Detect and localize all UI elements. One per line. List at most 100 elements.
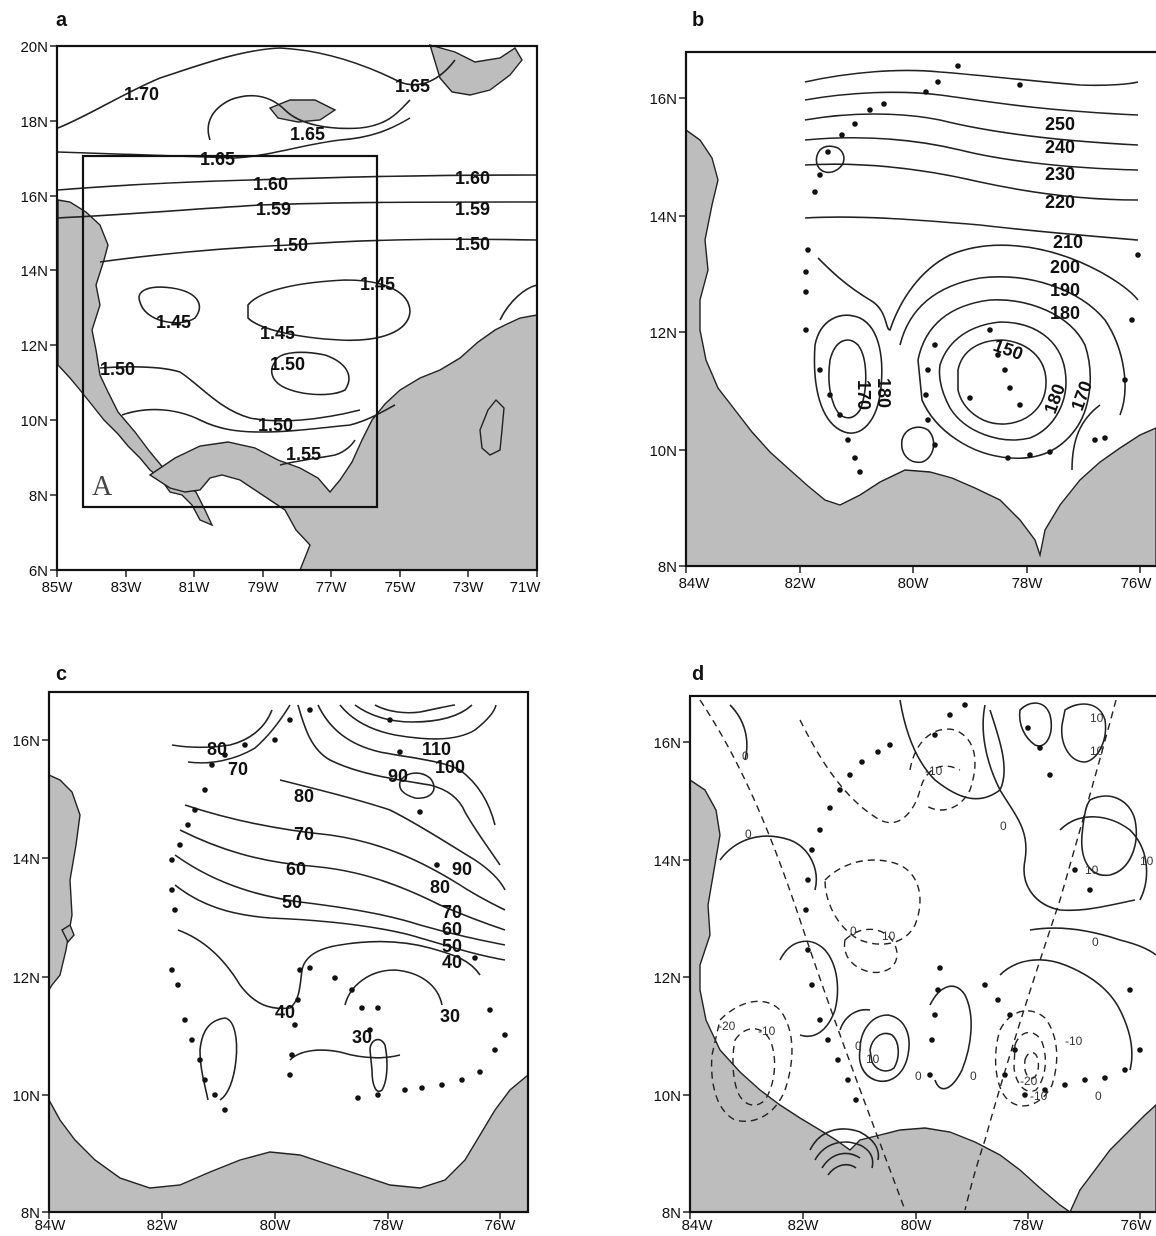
lon-label-a-2: 81W [179,579,211,596]
dot-c-25 [289,1052,295,1058]
clabel-a-7: 1.59 [455,199,490,219]
contour-d-4 [982,704,1136,912]
clabel-d-1: -10 [925,764,943,778]
panel-d-lat-ticks: 16N 14N 12N 10N 8N [653,735,690,1222]
dot-d-25 [927,1072,933,1078]
panel-c-lon-ticks: 84W 82W 80W 78W 76W [35,1212,516,1234]
land-central-america-c [48,773,81,993]
contour-a-6 [99,238,538,263]
dot-b-30 [1007,385,1013,391]
clabel-c-12: 60 [442,919,462,939]
contour-b-15 [900,426,935,464]
clabel-d-8: 0 [1092,935,1099,949]
panel-c: c [12,663,530,1234]
land-panama-a [148,314,538,571]
contour-c-3 [297,704,501,866]
dot-c-16 [182,1017,188,1023]
dot-d-40 [1072,867,1078,873]
lat-label-a-3: 14N [20,263,48,280]
lat-label-a-7: 6N [29,563,48,580]
panel-d-contours [699,699,1156,1211]
dot-c-31 [367,1027,373,1033]
dot-b-7 [852,121,858,127]
contour-a-7 [138,286,201,324]
contour-a-11 [121,404,396,433]
clabel-a-0: 1.70 [124,84,159,104]
dot-c-12 [169,887,175,893]
panel-d: d [653,663,1156,1234]
clabel-a-6: 1.59 [256,199,291,219]
contour-b-3 [804,113,1139,146]
dot-b-27 [987,327,993,333]
dot-b-39 [1129,317,1135,323]
dot-d-13 [803,907,809,913]
clabel-b-3: 220 [1045,192,1075,212]
clabel-b-7: 180 [1050,303,1080,323]
clabel-c-10: 80 [430,877,450,897]
panel-c-contour-labels: 80 70 110 100 90 80 70 60 50 90 80 70 60… [207,739,472,1047]
dot-d-39 [1087,887,1093,893]
lon-label-d-4: 76W [1121,1217,1153,1234]
dot-d-15 [809,982,815,988]
dot-b-1 [955,63,961,69]
contour-d-15 [929,985,972,1090]
dot-b-3 [923,89,929,95]
contour-b-7 [815,145,845,174]
dot-c-1 [307,707,313,713]
dot-d-34 [1082,1077,1088,1083]
dot-c-3 [272,737,278,743]
lat-label-d-3: 10N [653,1088,681,1105]
lon-label-a-7: 71W [510,579,542,596]
dot-b-29 [1002,367,1008,373]
dot-d-26 [982,982,988,988]
panel-c-land [48,773,529,1213]
contour-d-18 [821,1152,861,1169]
dot-c-15 [175,982,181,988]
clabel-d-6: 10 [1085,863,1099,877]
dot-c-6 [209,762,215,768]
dot-d-31 [1022,1092,1028,1098]
dot-c-5 [222,752,228,758]
dot-c-33 [355,1095,361,1101]
clabel-a-5: 1.60 [455,168,490,188]
dashed-d-8 [1013,1031,1047,1092]
contour-a-8 [247,279,411,342]
clabel-b-2: 230 [1045,164,1075,184]
clabel-a-4: 1.60 [253,174,288,194]
dot-b-2 [935,79,941,85]
dot-b-11 [812,189,818,195]
dot-b-15 [803,327,809,333]
contour-c-4 [317,704,496,826]
dot-c-45 [417,809,423,815]
lat-label-a-0: 20N [20,39,48,56]
dot-b-32 [967,395,973,401]
panel-a-frame [55,44,539,572]
clabel-c-13: 50 [442,936,462,956]
dot-c-23 [295,997,301,1003]
dot-d-12 [805,877,811,883]
dot-c-30 [359,1005,365,1011]
dot-c-28 [332,975,338,981]
lat-label-d-0: 16N [653,735,681,752]
dot-b-40 [1135,252,1141,258]
panel-a-letter: a [56,9,68,31]
panel-b-dots [803,63,1141,475]
dot-d-4 [887,742,893,748]
dot-b-20 [852,455,858,461]
clabel-a-10: 1.45 [360,274,395,294]
dot-c-4 [242,742,248,748]
dot-c-10 [177,842,183,848]
lon-label-b-2: 80W [898,575,930,592]
panel-b-lon-ticks: 84W 82W 80W 78W 76W [679,566,1152,592]
dot-d-11 [809,847,815,853]
panel-c-dots [169,707,508,1113]
panel-c-letter: c [56,663,67,685]
dot-d-6 [859,759,865,765]
panel-d-lon-ticks: 84W 82W 80W 78W 76W [682,1212,1153,1234]
clabel-b-0: 250 [1045,114,1075,134]
box-a-label: A [92,471,113,502]
contour-a-2 [207,94,411,141]
contour-c-16 [289,1049,401,1061]
dot-c-9 [185,822,191,828]
lon-label-c-0: 84W [35,1217,67,1234]
